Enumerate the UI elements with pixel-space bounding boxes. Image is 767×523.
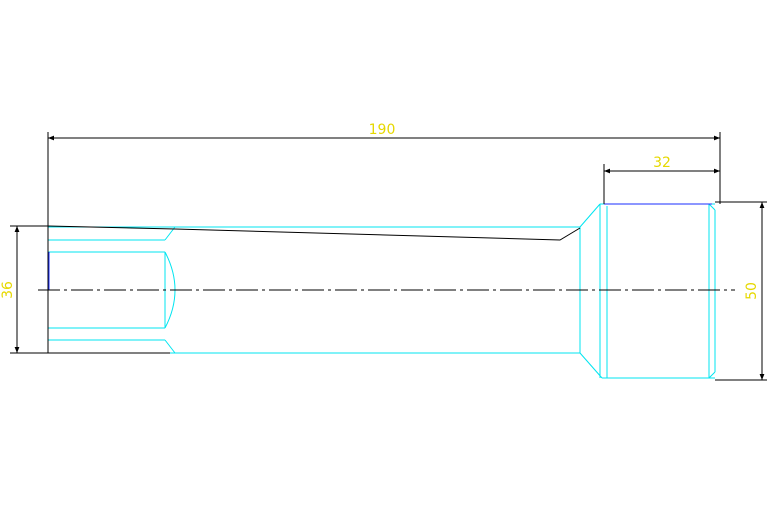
dim-head-length-label: 32 xyxy=(653,155,671,171)
dim-overall-length xyxy=(47,132,721,226)
dim-shank-diameter xyxy=(10,225,170,354)
taper-line xyxy=(47,225,581,241)
dim-overall-length-label: 190 xyxy=(369,122,396,138)
dim-head-diameter xyxy=(715,201,767,381)
dim-head-diameter-label: 50 xyxy=(744,282,760,300)
dim-shank-diameter-label: 36 xyxy=(0,281,16,299)
dim-head-length xyxy=(603,164,721,204)
part-outline xyxy=(48,203,716,379)
